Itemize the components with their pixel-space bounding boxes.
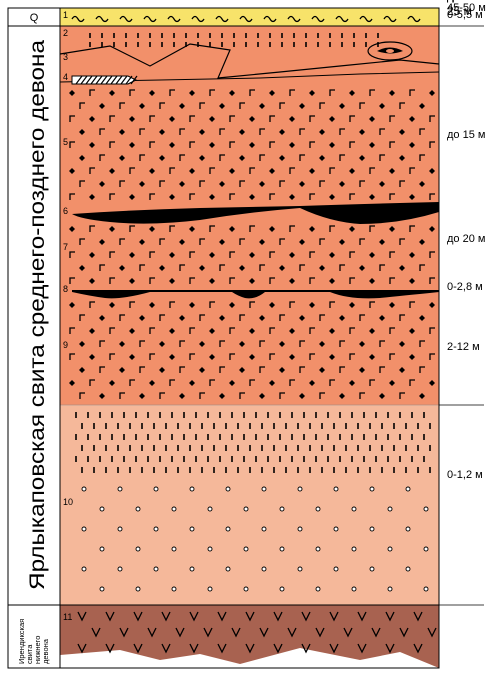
layer-number: 1 <box>63 10 68 20</box>
layer-10-fill <box>60 405 439 605</box>
layer-1-fill <box>60 8 439 26</box>
layer-number: 7 <box>63 242 68 252</box>
svg-text:нижнего: нижнего <box>33 636 42 664</box>
layer-1-wavy-pattern <box>71 15 421 23</box>
thickness-label: до45-50 м <box>447 0 486 14</box>
layer-number: 11 <box>63 612 72 622</box>
thickness-label: 0-2,8 м <box>447 281 483 293</box>
layer-number: 6 <box>63 206 68 216</box>
layer-number: 5 <box>63 137 68 147</box>
thickness-label: 2-12 м <box>447 341 480 353</box>
svg-text:Ирендикская: Ирендикская <box>17 619 26 664</box>
svg-text:свита: свита <box>25 644 34 664</box>
formation-column-frame <box>7 7 61 669</box>
layer-number: 4 <box>63 72 68 82</box>
layer-11-fill <box>60 605 439 668</box>
layer-4-hatched-lens <box>71 75 138 85</box>
layer-number: 10 <box>63 497 73 507</box>
volcanic-pattern-upper <box>69 89 435 200</box>
svg-text:девона: девона <box>41 638 50 664</box>
thickness-label: 0-1,2 м <box>447 469 483 481</box>
layer-6-black-lens <box>72 202 439 224</box>
layer-10-pattern <box>75 412 431 592</box>
layer-number: 9 <box>63 340 68 350</box>
layer-number: 3 <box>63 52 68 62</box>
thickness-label: до 20 м <box>447 233 485 245</box>
header-symbol: Q <box>30 12 39 24</box>
layer-11-v-pattern <box>77 611 437 654</box>
concretion-lens <box>367 41 413 61</box>
formation-lower-label: Ирендикская свита нижнего девона <box>17 619 50 664</box>
formation-upper-label: Ярлыкаповская свита среднего-позднего де… <box>26 40 49 590</box>
layer-8-black-lens <box>72 290 439 299</box>
concretion-spot <box>386 49 394 53</box>
layer-2-dash-pattern <box>89 33 379 47</box>
layer-number: 8 <box>63 284 68 294</box>
volcanic-pattern-9 <box>69 301 435 399</box>
thickness-label: 0-5,5 м <box>447 9 483 21</box>
volcanic-pattern-7 <box>69 225 435 284</box>
thickness-label: до 15 м <box>447 129 485 141</box>
layer-number: 2 <box>63 28 68 38</box>
layer-2-3-boundary <box>59 43 440 79</box>
thickness-label: до25 м <box>447 0 472 18</box>
